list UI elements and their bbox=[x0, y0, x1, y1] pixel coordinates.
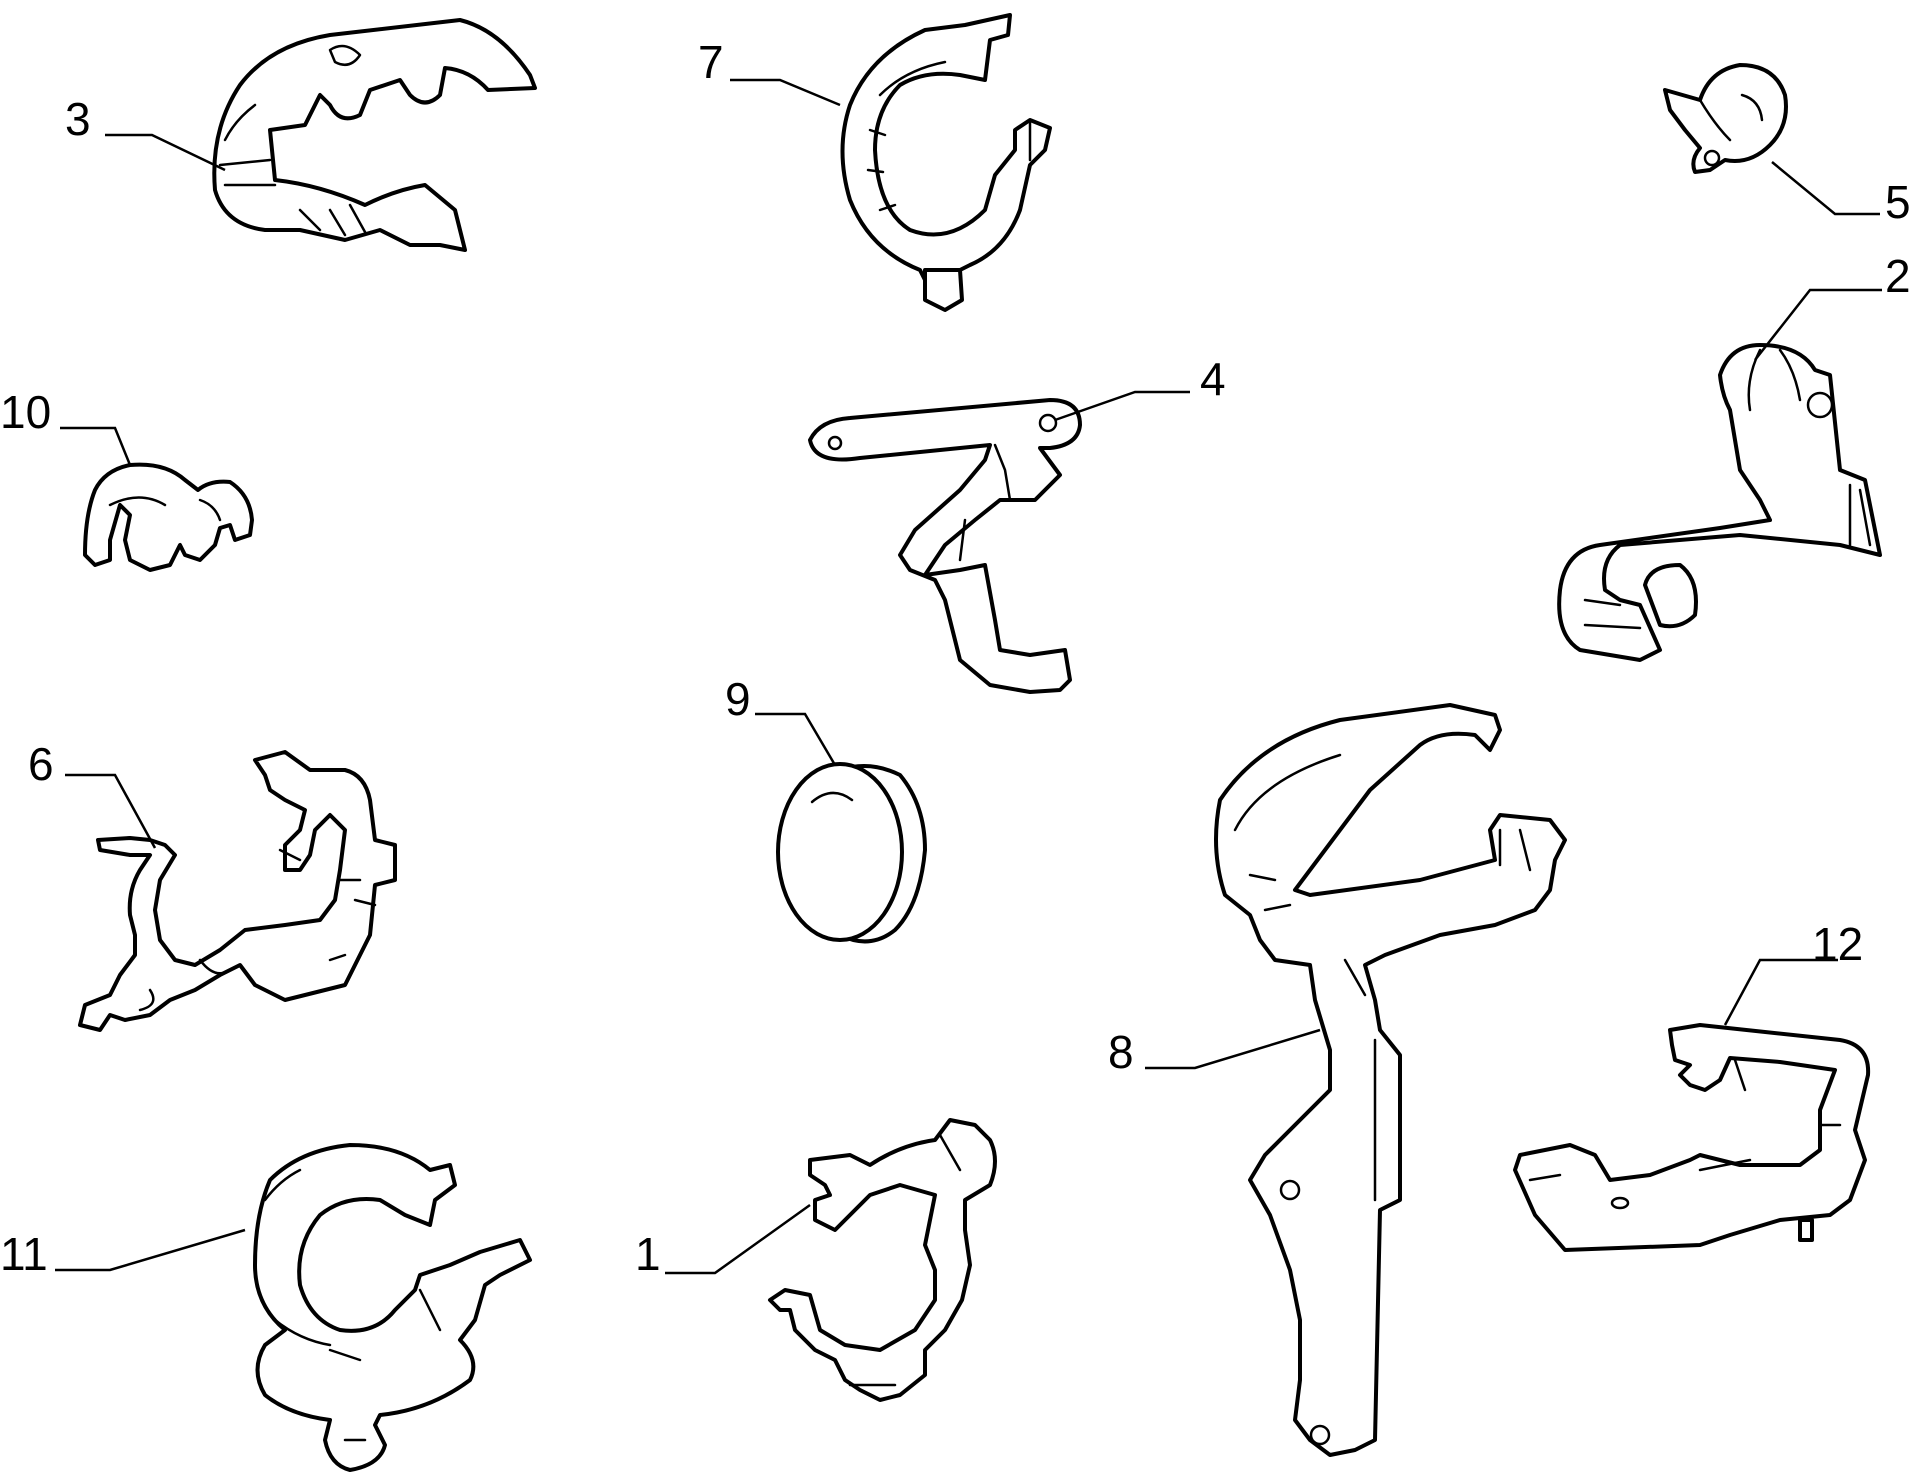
part-11-clip-with-base bbox=[253, 1143, 532, 1472]
leader-2 bbox=[1754, 288, 1882, 361]
part-12-flat-bracket bbox=[1513, 1023, 1871, 1252]
callout-10: 10 bbox=[0, 386, 51, 438]
leader-4 bbox=[1054, 390, 1190, 422]
callout-1: 1 bbox=[635, 1228, 661, 1280]
callout-6: 6 bbox=[28, 738, 54, 790]
leader-5 bbox=[1771, 161, 1880, 216]
part-4-arm-bracket bbox=[808, 398, 1082, 694]
part-2-clip-bracket bbox=[1557, 343, 1882, 662]
callout-5: 5 bbox=[1885, 176, 1911, 228]
callout-12: 12 bbox=[1812, 918, 1863, 970]
callout-8: 8 bbox=[1108, 1026, 1134, 1078]
callout-9: 9 bbox=[725, 673, 751, 725]
part-3-cable-clip bbox=[212, 18, 537, 252]
callout-7: 7 bbox=[698, 36, 724, 88]
leader-11 bbox=[55, 1228, 246, 1272]
part-7-ring-clip bbox=[840, 13, 1052, 312]
callout-11: 11 bbox=[0, 1228, 48, 1280]
leader-lines bbox=[55, 78, 1882, 1275]
leader-3 bbox=[105, 133, 226, 172]
leader-7 bbox=[730, 78, 841, 107]
callout-labels: 1 2 3 4 5 6 7 8 9 10 11 12 bbox=[0, 36, 1911, 1280]
part-6-complex-clip bbox=[78, 750, 397, 1032]
leader-8 bbox=[1145, 1028, 1321, 1070]
leader-6 bbox=[65, 773, 157, 849]
leader-10 bbox=[60, 426, 132, 466]
part-9-round-plug bbox=[776, 762, 927, 944]
leader-1 bbox=[665, 1203, 811, 1275]
part-5-p-clamp bbox=[1663, 63, 1788, 174]
leader-12 bbox=[1723, 958, 1838, 1026]
leader-9 bbox=[755, 712, 837, 766]
part-1-bottom-clip bbox=[768, 1118, 997, 1402]
part-8-large-bracket bbox=[1214, 703, 1567, 1457]
callout-3: 3 bbox=[65, 93, 91, 145]
callout-4: 4 bbox=[1200, 353, 1226, 405]
callout-2: 2 bbox=[1885, 250, 1911, 302]
part-10-double-clip bbox=[83, 462, 254, 572]
